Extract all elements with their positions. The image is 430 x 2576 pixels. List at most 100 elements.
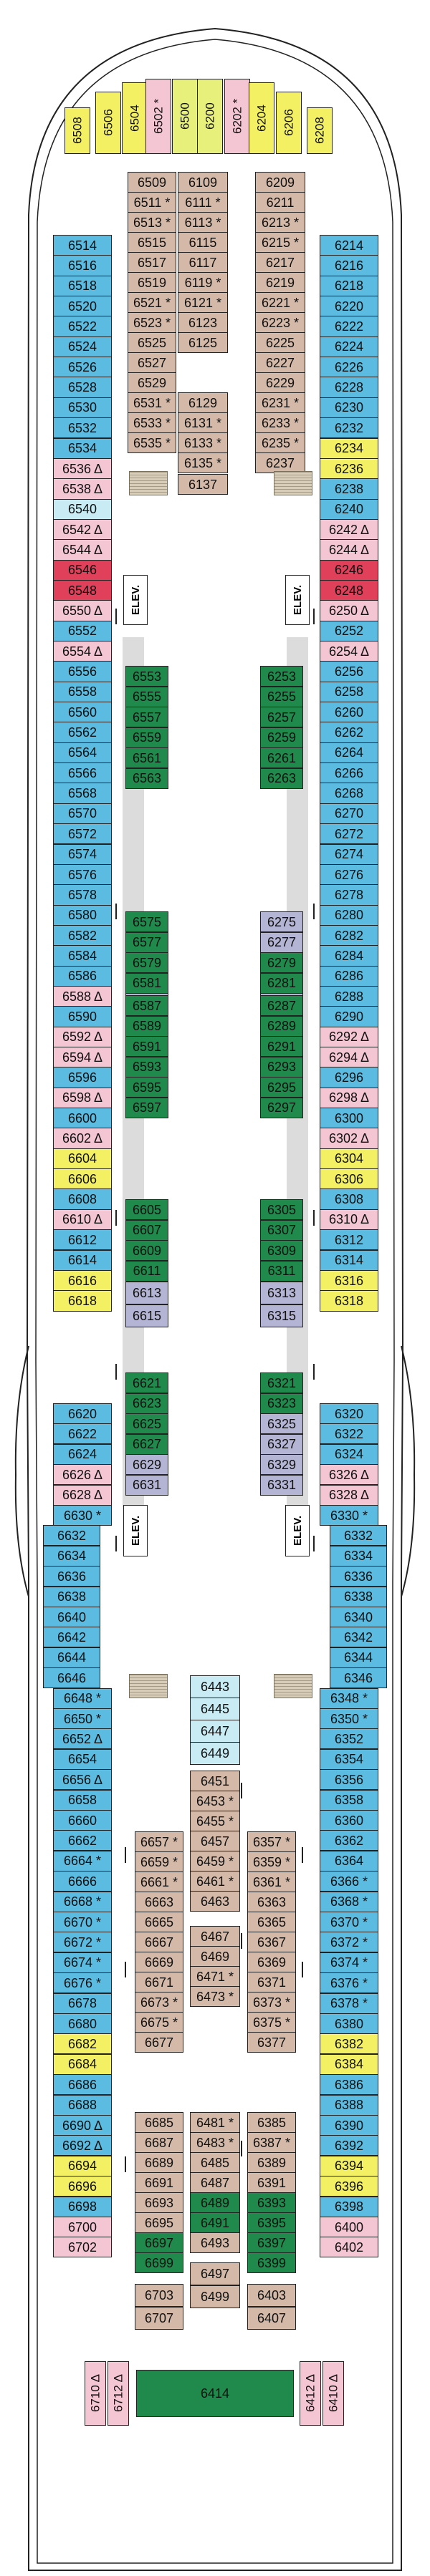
cabin-6665[interactable]: 6665 xyxy=(135,1912,183,1932)
cabin-6270[interactable]: 6270 xyxy=(320,803,378,825)
cabin-6407[interactable]: 6407 xyxy=(247,2307,296,2330)
cabin-6288[interactable]: 6288 xyxy=(320,985,378,1007)
cabin-6491[interactable]: 6491 xyxy=(190,2212,240,2233)
cabin-6248[interactable]: 6248 xyxy=(320,579,378,601)
cabin-6372[interactable]: 6372 * xyxy=(320,1932,378,1953)
cabin-6252[interactable]: 6252 xyxy=(320,620,378,641)
cabin-6222[interactable]: 6222 xyxy=(320,316,378,337)
cabin-6386[interactable]: 6386 xyxy=(320,2074,378,2096)
cabin-6281[interactable]: 6281 xyxy=(260,972,303,994)
cabin-6226[interactable]: 6226 xyxy=(320,357,378,378)
cabin-6356[interactable]: 6356 xyxy=(320,1769,378,1791)
cabin-6397[interactable]: 6397 xyxy=(247,2232,296,2253)
cabin-6260[interactable]: 6260 xyxy=(320,702,378,723)
cabin-6644[interactable]: 6644 xyxy=(43,1647,100,1668)
cabin-6618[interactable]: 6618 xyxy=(53,1290,112,1312)
cabin-6658[interactable]: 6658 xyxy=(53,1789,112,1811)
cabin-6684[interactable]: 6684 xyxy=(53,2053,112,2075)
cabin-6620[interactable]: 6620 xyxy=(53,1403,112,1424)
cabin-6557[interactable]: 6557 xyxy=(125,707,168,727)
cabin-6391[interactable]: 6391 xyxy=(247,2172,296,2193)
cabin-6459[interactable]: 6459 * xyxy=(190,1851,240,1872)
cabin-6654[interactable]: 6654 xyxy=(53,1748,112,1770)
cabin-6297[interactable]: 6297 xyxy=(260,1097,303,1118)
cabin-6282[interactable]: 6282 xyxy=(320,924,378,946)
cabin-6511[interactable]: 6511 * xyxy=(128,192,176,213)
cabin-6290[interactable]: 6290 xyxy=(320,1006,378,1027)
cabin-6200[interactable]: 6200 xyxy=(197,79,223,154)
cabin-6217[interactable]: 6217 xyxy=(255,252,305,273)
cabin-6115[interactable]: 6115 xyxy=(178,232,228,253)
cabin-6215[interactable]: 6215 * xyxy=(255,232,305,253)
cabin-6642[interactable]: 6642 xyxy=(43,1627,100,1648)
cabin-6631[interactable]: 6631 xyxy=(125,1474,168,1496)
cabin-6399[interactable]: 6399 xyxy=(247,2252,296,2273)
cabin-6530[interactable]: 6530 xyxy=(53,397,112,419)
cabin-6264[interactable]: 6264 xyxy=(320,742,378,764)
cabin-6559[interactable]: 6559 xyxy=(125,727,168,748)
cabin-6246[interactable]: 6246 xyxy=(320,559,378,581)
cabin-6234[interactable]: 6234 xyxy=(320,437,378,459)
cabin-6294[interactable]: 6294 Δ xyxy=(320,1047,378,1068)
cabin-6652[interactable]: 6652 Δ xyxy=(53,1728,112,1750)
cabin-6117[interactable]: 6117 xyxy=(178,252,228,273)
cabin-6266[interactable]: 6266 xyxy=(320,762,378,784)
cabin-6463[interactable]: 6463 xyxy=(190,1891,240,1912)
cabin-6533[interactable]: 6533 * xyxy=(128,412,176,433)
cabin-6670[interactable]: 6670 * xyxy=(53,1912,112,1932)
cabin-6257[interactable]: 6257 xyxy=(260,707,303,727)
cabin-6555[interactable]: 6555 xyxy=(125,686,168,707)
cabin-6561[interactable]: 6561 xyxy=(125,747,168,768)
cabin-6376[interactable]: 6376 * xyxy=(320,1972,378,1994)
cabin-6628[interactable]: 6628 Δ xyxy=(53,1484,112,1506)
cabin-6506[interactable]: 6506 xyxy=(95,92,121,154)
cabin-6702[interactable]: 6702 xyxy=(53,2237,112,2258)
cabin-6710[interactable]: 6710 Δ xyxy=(85,2361,106,2426)
cabin-6614[interactable]: 6614 xyxy=(53,1249,112,1271)
cabin-6412[interactable]: 6412 Δ xyxy=(300,2361,321,2426)
cabin-6133[interactable]: 6133 * xyxy=(178,432,228,453)
cabin-6295[interactable]: 6295 xyxy=(260,1077,303,1098)
cabin-6334[interactable]: 6334 xyxy=(330,1545,387,1567)
cabin-6680[interactable]: 6680 xyxy=(53,2013,112,2034)
cabin-6256[interactable]: 6256 xyxy=(320,661,378,682)
cabin-6289[interactable]: 6289 xyxy=(260,1015,303,1037)
cabin-6261[interactable]: 6261 xyxy=(260,747,303,768)
cabin-6322[interactable]: 6322 xyxy=(320,1423,378,1445)
cabin-6350[interactable]: 6350 * xyxy=(320,1708,378,1729)
cabin-6314[interactable]: 6314 xyxy=(320,1249,378,1271)
cabin-6664[interactable]: 6664 * xyxy=(53,1850,112,1872)
cabin-6225[interactable]: 6225 xyxy=(255,332,305,353)
cabin-6400[interactable]: 6400 xyxy=(320,2217,378,2237)
cabin-6579[interactable]: 6579 xyxy=(125,952,168,973)
cabin-6451[interactable]: 6451 xyxy=(190,1771,240,1791)
cabin-6402[interactable]: 6402 xyxy=(320,2237,378,2258)
cabin-6532[interactable]: 6532 xyxy=(53,417,112,439)
cabin-6109[interactable]: 6109 xyxy=(178,172,228,193)
cabin-6209[interactable]: 6209 xyxy=(255,172,305,193)
cabin-6398[interactable]: 6398 xyxy=(320,2196,378,2217)
cabin-6447[interactable]: 6447 xyxy=(190,1720,240,1743)
cabin-6624[interactable]: 6624 xyxy=(53,1443,112,1465)
cabin-6330[interactable]: 6330 * xyxy=(320,1505,378,1526)
cabin-6336[interactable]: 6336 xyxy=(330,1566,387,1587)
cabin-6693[interactable]: 6693 xyxy=(135,2192,183,2213)
cabin-6657[interactable]: 6657 * xyxy=(135,1831,183,1852)
cabin-6392[interactable]: 6392 xyxy=(320,2135,378,2156)
cabin-6513[interactable]: 6513 * xyxy=(128,212,176,233)
cabin-6660[interactable]: 6660 xyxy=(53,1810,112,1831)
cabin-6323[interactable]: 6323 xyxy=(260,1393,303,1414)
cabin-6675[interactable]: 6675 * xyxy=(135,2012,183,2033)
cabin-6235[interactable]: 6235 * xyxy=(255,432,305,453)
cabin-6604[interactable]: 6604 xyxy=(53,1148,112,1170)
cabin-6669[interactable]: 6669 xyxy=(135,1952,183,1972)
cabin-6499[interactable]: 6499 xyxy=(190,2285,240,2308)
cabin-6242[interactable]: 6242 Δ xyxy=(320,518,378,541)
cabin-6331[interactable]: 6331 xyxy=(260,1474,303,1496)
cabin-6589[interactable]: 6589 xyxy=(125,1015,168,1037)
cabin-6202[interactable]: 6202 * xyxy=(224,79,250,154)
cabin-6611[interactable]: 6611 xyxy=(125,1260,168,1282)
cabin-6674[interactable]: 6674 * xyxy=(53,1952,112,1973)
cabin-6621[interactable]: 6621 xyxy=(125,1372,168,1393)
cabin-6587[interactable]: 6587 xyxy=(125,995,168,1016)
